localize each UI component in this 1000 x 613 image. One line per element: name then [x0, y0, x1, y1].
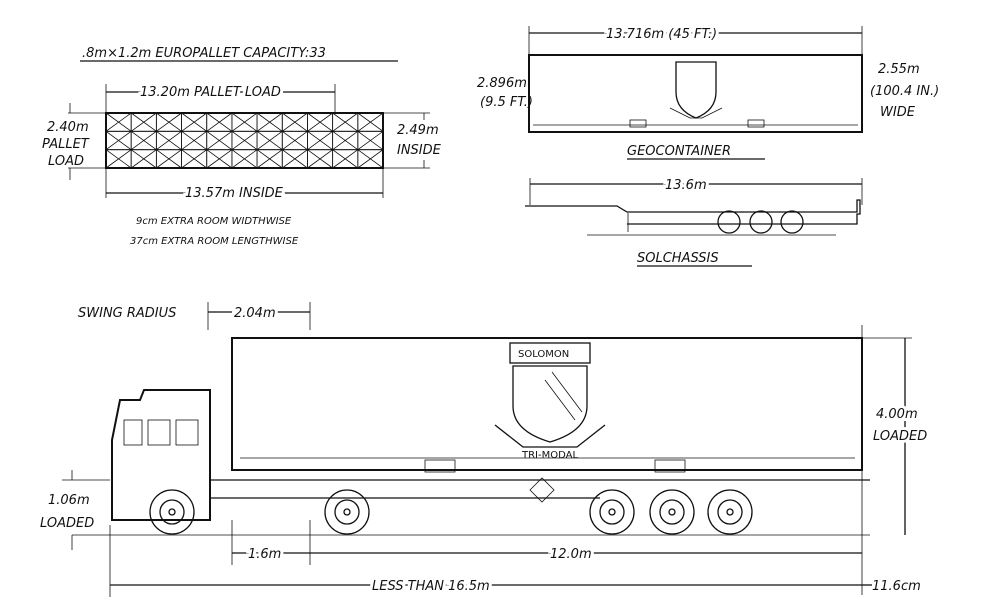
- wheel-icon: [334, 499, 360, 525]
- solomon-logo-icon: SOLOMON TRI-MODAL: [494, 342, 606, 461]
- pallet-load-length: 13.20m PALLET LOAD: [140, 85, 281, 100]
- wheel-icon: [668, 508, 676, 516]
- note-widthwise: 9cm EXTRA ROOM WIDTHWISE: [136, 216, 292, 227]
- solchassis-diagram: 13.6m SOLCHASSIS: [525, 175, 863, 267]
- inside-height-label: INSIDE: [397, 143, 442, 158]
- wheel-icon: [608, 508, 616, 516]
- container-width-label: WIDE: [880, 105, 916, 120]
- swing-radius-label: SWING RADIUS: [78, 306, 176, 321]
- wheel-icon: [589, 489, 635, 535]
- logo-top-text: SOLOMON: [518, 349, 569, 360]
- deck-height-label: LOADED: [40, 516, 94, 531]
- wheel-icon: [149, 489, 195, 535]
- wheels: [149, 489, 753, 535]
- wheel-icon: [599, 499, 625, 525]
- geocontainer-caption: GEOCONTAINER: [627, 144, 731, 159]
- wheel-icon: [159, 499, 185, 525]
- overall-height-value: 4.00m: [876, 407, 918, 422]
- note-lengthwise: 37cm EXTRA ROOM LENGTHWISE: [130, 236, 299, 247]
- pallet-height-value: 2.40m: [47, 120, 89, 135]
- wheel-icon: [707, 489, 753, 535]
- rear-overhang: 11.6cm: [872, 579, 921, 594]
- chassis-length: 13.6m: [665, 178, 707, 193]
- wheel-icon: [343, 508, 351, 516]
- geocontainer-diagram: 13.716m (45 FT.) 2.896m (9.5 FT.) 2.55m …: [477, 24, 939, 160]
- truck-cab: [111, 389, 211, 521]
- container-height-feet: (9.5 FT.): [480, 95, 533, 110]
- overall-length: LESS THAN 16.5m: [372, 579, 490, 594]
- solchassis-caption: SOLCHASSIS: [637, 251, 719, 266]
- container-length: 13.716m (45 FT.): [606, 27, 717, 42]
- deck-height-value: 1.06m: [48, 493, 90, 508]
- inside-length: 13.57m INSIDE: [185, 186, 284, 201]
- pallet-height-label-2: LOAD: [48, 154, 84, 169]
- swing-radius-value: 2.04m: [234, 306, 276, 321]
- inside-height-value: 2.49m: [397, 123, 439, 138]
- pallet-height-label: PALLET: [42, 137, 90, 152]
- wheel-icon: [324, 489, 370, 535]
- overall-height-label: LOADED: [873, 429, 927, 444]
- wheel-icon: [659, 499, 685, 525]
- pallet-diagram: .8m×1.2m EUROPALLET CAPACITY:33 13.20m P…: [42, 46, 442, 247]
- truck-side-view: SWING RADIUS 2.04m SOLOMON TRI-MODAL 4.0…: [40, 302, 930, 597]
- wheel-icon: [726, 508, 734, 516]
- logo-bottom-text: TRI-MODAL: [521, 450, 578, 461]
- wheel-icon: [717, 499, 743, 525]
- trailer-length: 12.0m: [550, 547, 592, 562]
- pallet-title: .8m×1.2m EUROPALLET CAPACITY:33: [82, 46, 326, 61]
- container-logo-icon: [669, 61, 723, 119]
- kingpin-distance: 1.6m: [248, 547, 281, 562]
- container-height-value: 2.896m: [477, 76, 527, 91]
- wheel-icon: [168, 508, 176, 516]
- trailer-box: [231, 337, 863, 471]
- container-width-value: 2.55m: [878, 62, 920, 77]
- container-width-inches: (100.4 IN.): [870, 84, 939, 99]
- wheel-icon: [649, 489, 695, 535]
